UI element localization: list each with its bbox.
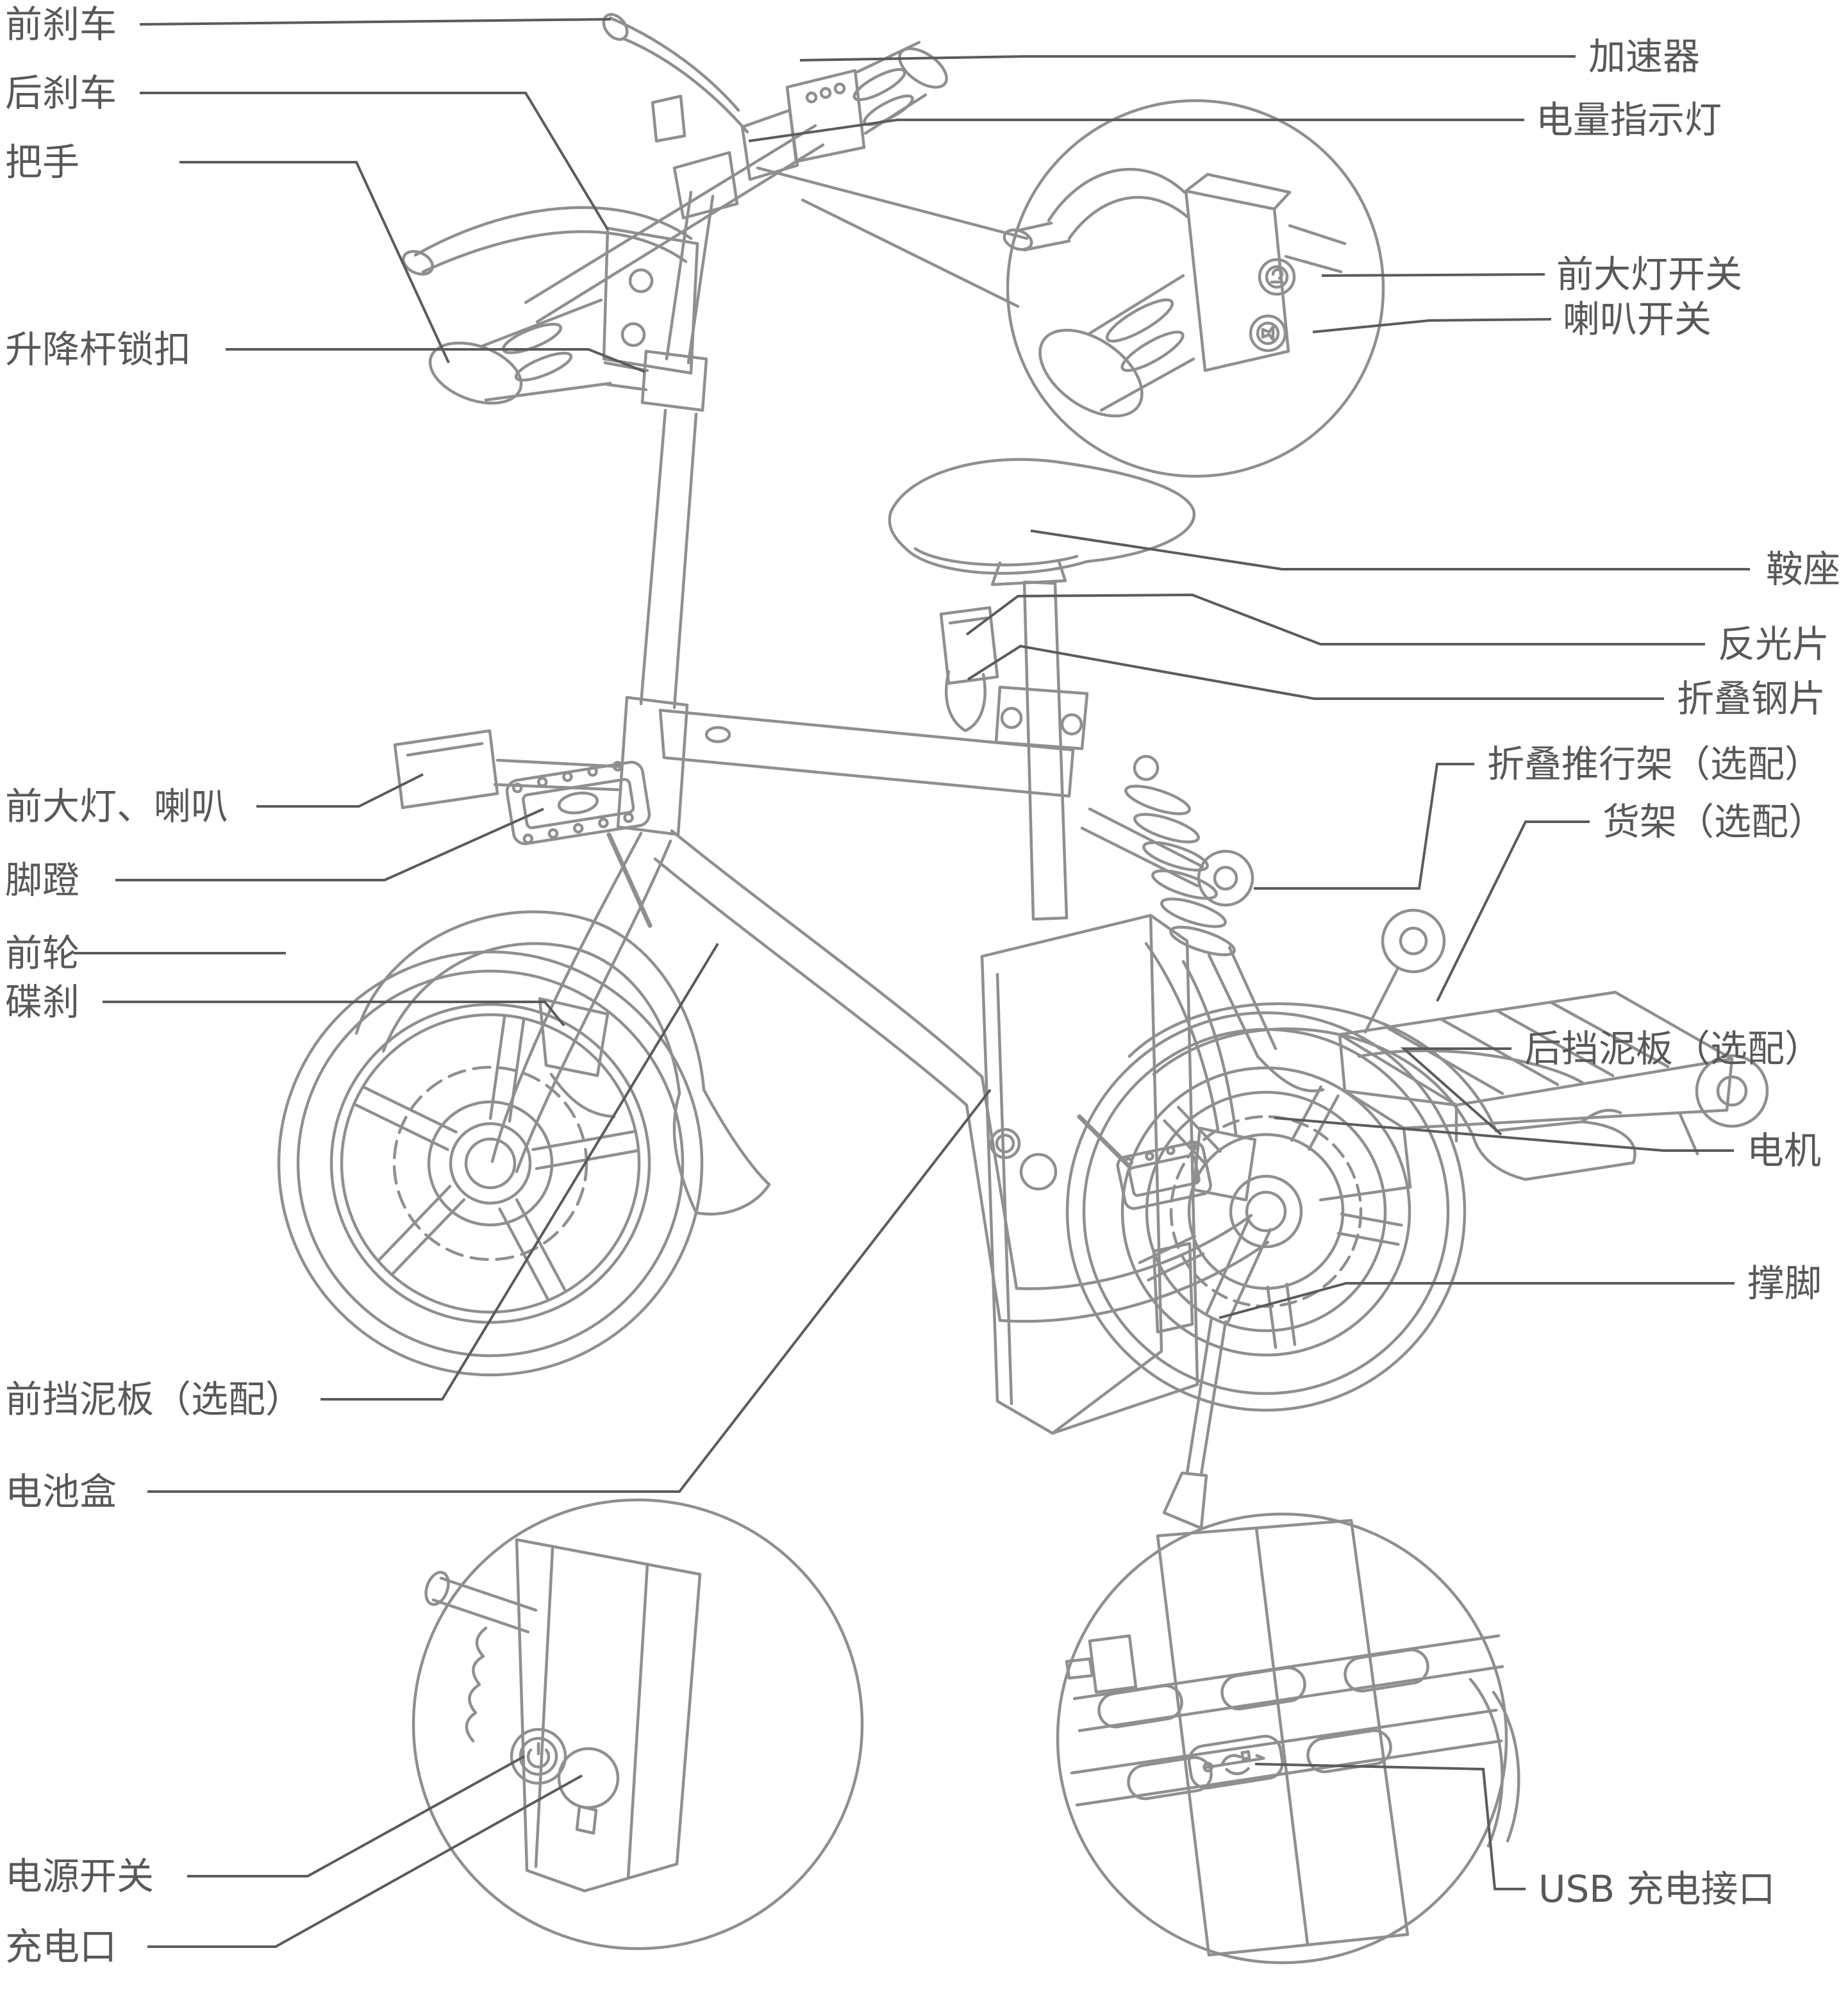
label-motor: 电机 [1747,1129,1821,1172]
bike-artwork [277,13,1769,1965]
callout-connector [801,198,1020,308]
pedal-crank-drawing [606,832,653,928]
pedal-drawing [505,760,651,845]
front-disc-brake-drawing [392,997,616,1261]
leader-folding-push-frame [1254,763,1474,890]
label-folding-push-frame: 折叠推行架（选配） [1487,742,1822,786]
label-charging-port: 充电口 [5,1925,117,1968]
label-battery-box: 电池盒 [5,1470,117,1513]
front-fender-drawing [354,910,771,1216]
leader-front-fender [320,942,719,1401]
detail-circle-usb [1056,1512,1520,1965]
usb-port-drawing [1187,1735,1284,1790]
label-battery-indicator: 电量指示灯 [1536,98,1722,142]
label-rear-fender: 后挡泥板（选配） [1524,1027,1822,1070]
handlebar-drawing [401,13,948,405]
headlight-icon [1270,268,1284,284]
leader-folding-steel [967,644,1664,700]
label-usb-port: USB 充电接口 [1538,1867,1776,1911]
leader-saddle [1030,529,1750,570]
charge-port-drawing [557,1747,620,1835]
power-button-drawing [510,1727,567,1785]
reflector-drawing [939,606,999,685]
leader-disc-brake [103,1001,565,1027]
leader-power-switch [187,1755,525,1877]
leader-battery-indicator [748,119,1524,142]
leader-pedal [115,808,544,881]
horn-switch-button [1249,314,1287,353]
label-horn-switch: 喇叭开关 [1563,297,1711,341]
label-front-wheel: 前轮 [5,931,79,975]
leader-battery-box [147,1088,992,1493]
front-wheel-drawing [277,950,704,1377]
label-throttle: 加速器 [1588,35,1700,78]
headlight-switch-button [1258,258,1296,296]
usb-icon [1203,1750,1265,1776]
leader-front-brake [139,18,612,26]
stem-drawing [603,190,715,836]
front-fork-drawing [490,831,643,1163]
leader-usb-port [1254,1763,1526,1890]
label-pedal: 脚蹬 [5,858,79,902]
detail-circle-throttle [1003,99,1385,478]
label-reflector: 反光片 [1718,622,1829,666]
cargo-rack-drawing [1080,807,1769,1202]
leader-reflector [965,593,1705,645]
label-grip: 把手 [5,140,79,184]
label-folding-steel: 折叠钢片 [1677,677,1826,720]
leader-motor [1274,1117,1734,1152]
leader-headlight-switch [1321,273,1545,277]
label-kickstand: 撑脚 [1747,1261,1822,1305]
label-rear-brake: 后刹车 [5,71,117,115]
callout-connector [756,166,1029,240]
frame-drawing [653,708,1270,1323]
label-power-switch: 电源开关 [5,1854,154,1898]
label-front-brake: 前刹车 [5,3,117,46]
detail-circle-power [412,1498,864,1951]
front-brake-throttle-drawing [602,13,948,181]
leader-grip [179,161,450,363]
leader-charging-port [147,1774,583,1948]
label-headlight-horn: 前大灯、喇叭 [5,785,228,828]
label-cargo-rack: 货架（选配） [1602,800,1826,844]
label-lift-rod-lock: 升降杆锁扣 [5,328,191,371]
battery-box-drawing [980,913,1199,1435]
label-disc-brake: 碟刹 [5,980,79,1024]
lift-rod-lock-drawing [640,349,708,412]
rear-brake-lever-drawing [401,206,699,405]
label-saddle: 鞍座 [1766,547,1840,591]
power-button-small-drawing [989,1128,1021,1160]
horn-icon [1261,325,1275,342]
push-frame-roller-drawing [1080,807,1769,1128]
charge-port-small-drawing [1019,1153,1058,1191]
label-headlight-switch: 前大灯开关 [1556,253,1742,296]
leader-rear-brake [140,92,609,231]
label-front-fender: 前挡泥板（选配） [5,1377,303,1421]
leader-throttle [799,55,1576,62]
leader-headlight-horn [256,773,424,808]
leader-horn-switch [1312,318,1552,333]
folding-steel-drawing [944,670,986,733]
power-icon [526,1742,551,1768]
rear-wheel-motor-drawing [1065,942,1467,1412]
leader-cargo-rack [1436,820,1590,1002]
saddle-drawing [888,458,1196,587]
leader-lift-rod-lock [226,348,645,373]
labels: 前刹车 后刹车 把手 升降杆锁扣 前大灯、喇叭 脚蹬 前轮 碟刹 前挡泥板（选配… [5,3,1840,1968]
leader-lines [74,18,1750,1948]
seat-post-drawing [994,580,1089,921]
leader-kickstand [1219,1282,1735,1319]
leader-rear-fender [1400,1047,1511,1136]
